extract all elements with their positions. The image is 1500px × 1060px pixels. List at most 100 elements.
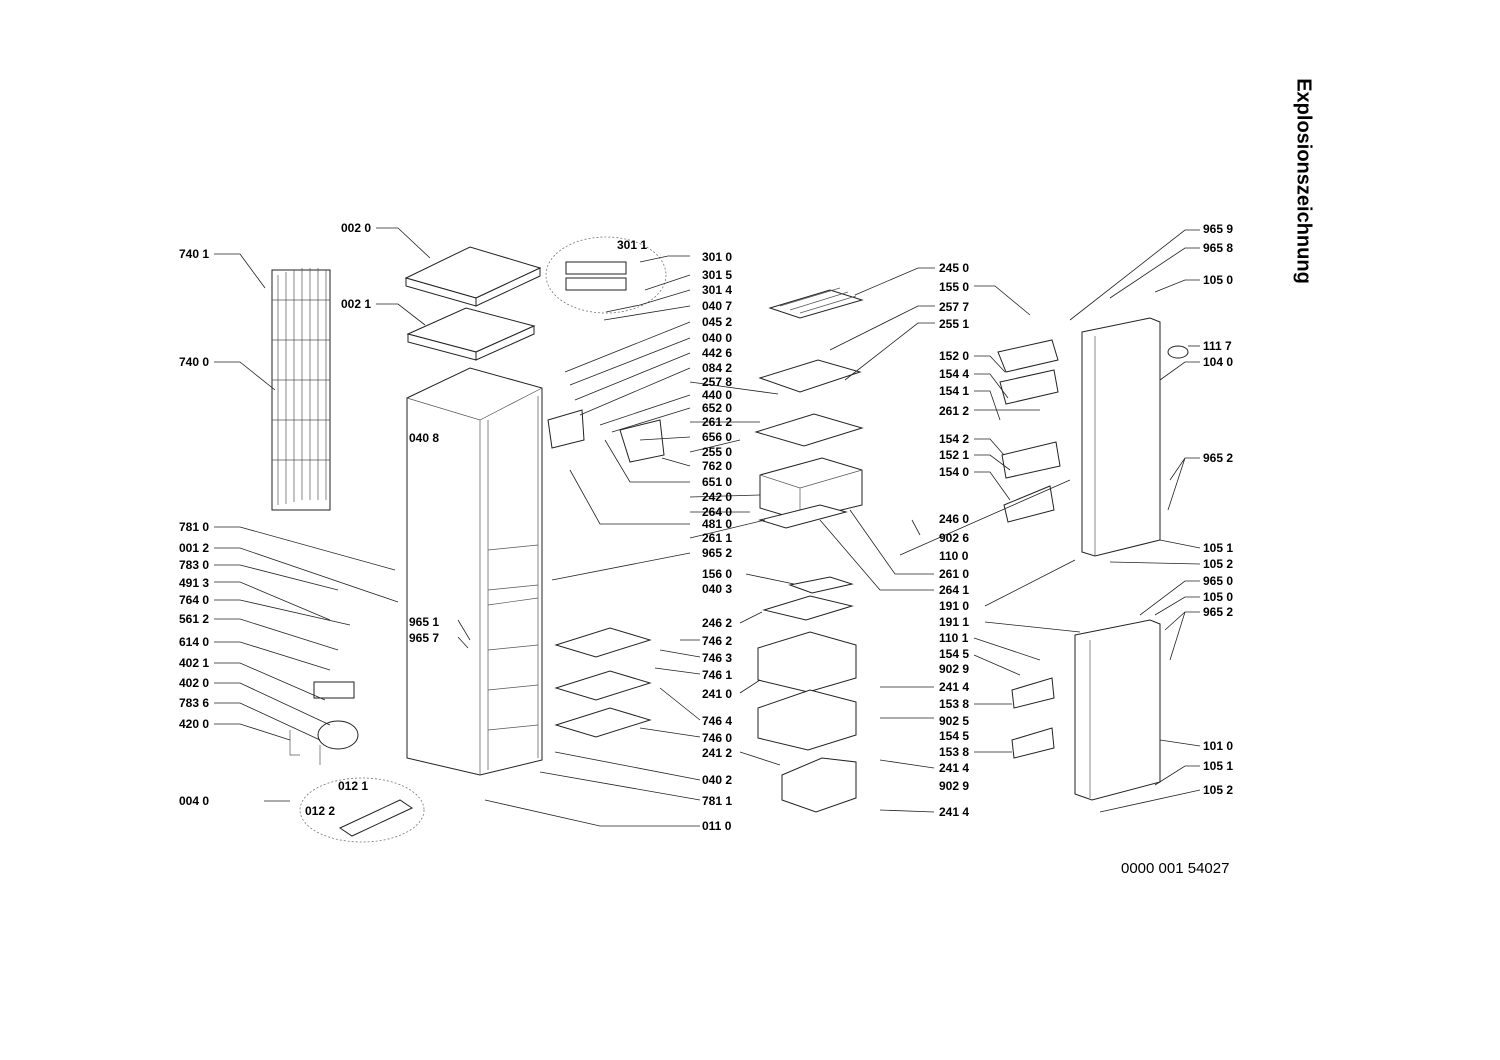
callout-label: 902 9 (939, 662, 970, 676)
freezer-tray (762, 595, 854, 621)
callout-label: 261 2 (702, 415, 733, 429)
callout-label: 104 0 (1203, 355, 1234, 369)
callout-label: 965 1 (409, 615, 440, 629)
callout-label: 902 9 (939, 779, 970, 793)
callout-label: 246 2 (702, 616, 733, 630)
callout-label: 614 0 (179, 635, 210, 649)
callout-label: 156 0 (702, 567, 733, 581)
callout-label: 154 1 (939, 384, 970, 398)
callout-label: 152 1 (939, 448, 970, 462)
callout-label: 191 0 (939, 599, 970, 613)
freezer-drawers (757, 631, 857, 813)
callout-label: 002 1 (341, 297, 372, 311)
callout-label: 105 2 (1203, 783, 1234, 797)
callout-label: 442 6 (702, 346, 733, 360)
control-panel-cover (565, 277, 627, 291)
callout-label: 040 0 (702, 331, 733, 345)
callout-label: 965 2 (1203, 451, 1234, 465)
callout-label: 420 0 (179, 717, 210, 731)
callout-label: 264 0 (702, 505, 733, 519)
callout-label: 105 0 (1203, 273, 1234, 287)
callout-label: 040 3 (702, 582, 733, 596)
top-cover-lower (406, 307, 536, 361)
callout-label: 746 0 (702, 731, 733, 745)
callout-label: 246 0 (939, 512, 970, 526)
callout-label: 656 0 (702, 430, 733, 444)
callout-label: 740 1 (179, 247, 210, 261)
callout-label: 001 2 (179, 541, 210, 555)
callout-label: 746 1 (702, 668, 733, 682)
callout-label: 045 2 (702, 315, 733, 329)
callout-label: 264 1 (939, 583, 970, 597)
callout-label: 762 0 (702, 459, 733, 473)
callout-label: 191 1 (939, 615, 970, 629)
callout-label: 965 2 (702, 546, 733, 560)
callout-label: 781 0 (179, 520, 210, 534)
shelf-glass (754, 413, 864, 447)
callout-label: 402 0 (179, 676, 210, 690)
crisper-drawer-upper (759, 457, 863, 521)
callout-label: 402 1 (179, 656, 210, 670)
callout-label: 965 2 (1203, 605, 1234, 619)
callout-label: 105 0 (1203, 590, 1234, 604)
callout-label: 154 4 (939, 367, 970, 381)
callout-label: 740 0 (179, 355, 210, 369)
callout-label: 783 6 (179, 696, 210, 710)
callout-label: 002 0 (341, 221, 372, 235)
callout-label: 652 0 (702, 401, 733, 415)
callout-label: 011 0 (702, 819, 732, 833)
callout-label: 965 8 (1203, 241, 1234, 255)
callout-label: 105 1 (1203, 759, 1234, 773)
callout-label: 084 2 (702, 361, 733, 375)
callout-label: 105 2 (1203, 557, 1234, 571)
callout-label: 040 8 (409, 431, 440, 445)
callout-label: 965 7 (409, 631, 440, 645)
callout-label: 004 0 (179, 794, 210, 808)
diagram-title: Explosionszeichnung (1292, 78, 1315, 284)
callout-label: 301 1 (617, 238, 648, 252)
callout-label: 746 4 (702, 714, 733, 728)
callout-label: 241 4 (939, 805, 970, 819)
freezer-grid-shelves (554, 627, 652, 738)
document-number: 0000 001 54027 (1121, 860, 1230, 877)
callout-label: 101 0 (1203, 739, 1234, 753)
callout-label: 241 2 (702, 746, 733, 760)
callout-label: 257 8 (702, 375, 733, 389)
callout-label: 155 0 (939, 280, 970, 294)
freezer-evaporator (547, 409, 665, 463)
callout-label: 781 1 (702, 794, 733, 808)
callout-label: 764 0 (179, 593, 210, 607)
callout-label: 561 2 (179, 612, 210, 626)
callout-label: 154 0 (939, 465, 970, 479)
callout-label: 110 1 (939, 631, 969, 645)
callout-label: 110 0 (939, 549, 969, 563)
callout-label: 012 1 (338, 779, 369, 793)
control-panel (565, 261, 627, 275)
callout-label: 105 1 (1203, 541, 1234, 555)
callout-label: 245 0 (939, 261, 970, 275)
top-cover-upper (404, 246, 542, 307)
mounting-rail (338, 799, 414, 837)
callout-label: 491 3 (179, 576, 210, 590)
callout-label: 301 0 (702, 250, 733, 264)
callout-label: 241 4 (939, 761, 970, 775)
callout-label: 440 0 (702, 388, 733, 402)
callout-label: 153 8 (939, 745, 970, 759)
mounting-kit-group (299, 777, 425, 843)
callout-label: 965 9 (1203, 222, 1234, 236)
callout-label: 746 2 (702, 634, 733, 648)
callout-label: 111 7 (1203, 339, 1232, 353)
shelf-upper (758, 359, 862, 393)
callout-label: 152 0 (939, 349, 970, 363)
callout-label: 783 0 (179, 558, 210, 572)
callout-label: 902 5 (939, 714, 970, 728)
callout-label: 902 6 (939, 531, 970, 545)
callout-label: 261 1 (702, 531, 733, 545)
callout-label: 154 5 (939, 647, 970, 661)
callout-label: 241 4 (939, 680, 970, 694)
leader-lines (214, 227, 1201, 827)
ice-tray (788, 576, 854, 594)
callout-label: 261 0 (939, 567, 970, 581)
callout-label: 481 0 (702, 517, 733, 531)
